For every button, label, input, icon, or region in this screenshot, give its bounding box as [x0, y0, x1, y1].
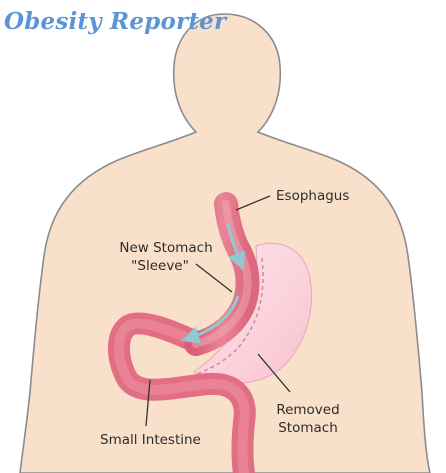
small-intestine-label: Small Intestine [100, 432, 201, 448]
new-stomach-leader [195, 263, 233, 293]
removed-stomach-leader [257, 353, 291, 393]
flow-arrow-lower [181, 295, 240, 344]
removed-stomach-label-line2: Stomach [278, 420, 338, 436]
flow-arrow-upper [226, 223, 246, 271]
esophagus-label: Esophagus [276, 188, 349, 204]
staple-line [195, 257, 264, 375]
new-stomach-label-line2: "Sleeve" [131, 258, 189, 274]
small-intestine-leader [145, 379, 151, 427]
esophagus-leader [235, 195, 271, 211]
brand-logo: Obesity Reporter [4, 8, 227, 35]
removed-stomach-label-line1: Removed [276, 402, 339, 418]
new-stomach-label-line1: New Stomach [119, 240, 212, 256]
